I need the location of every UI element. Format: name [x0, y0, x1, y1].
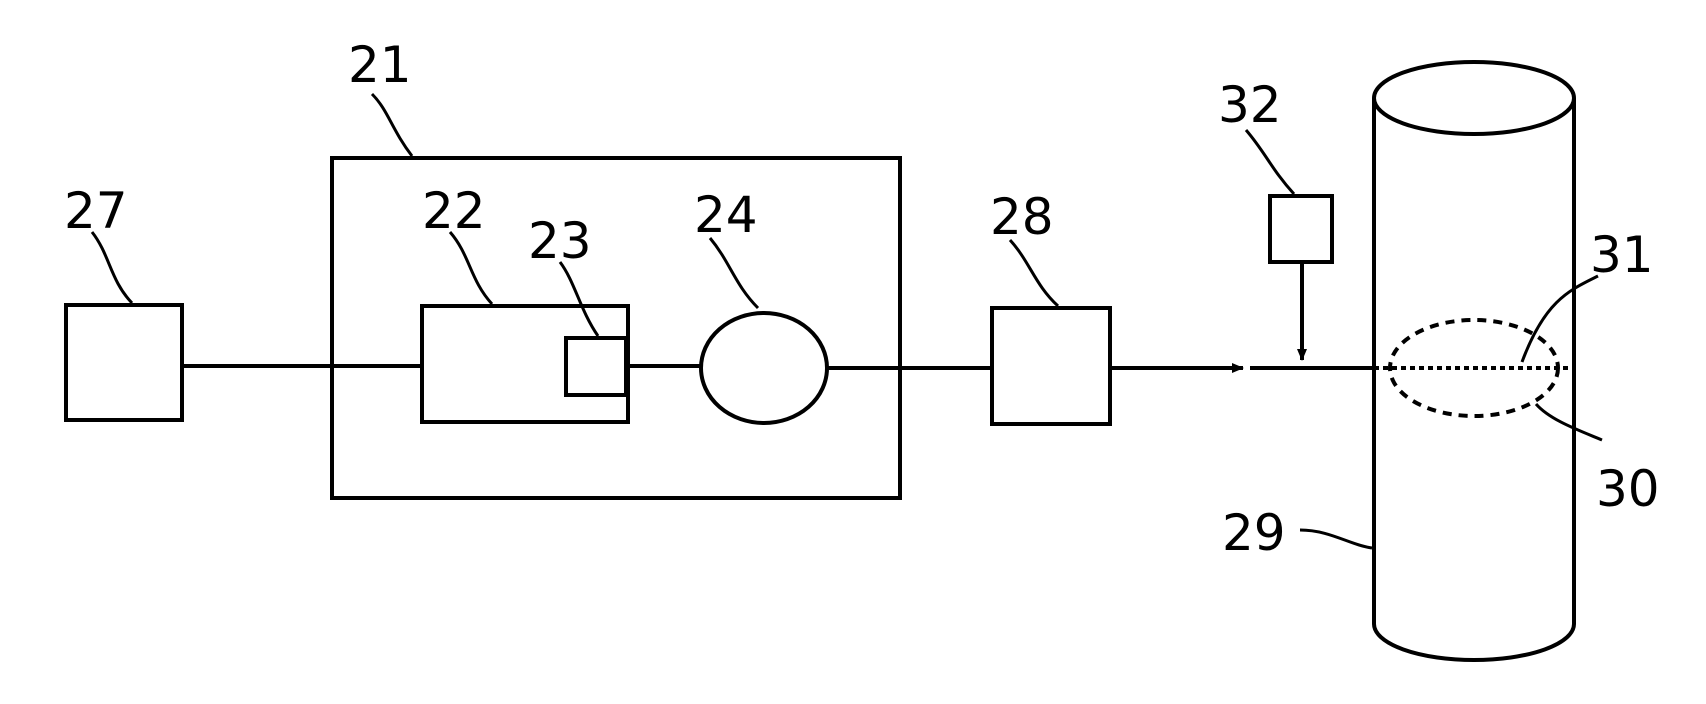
label-32: 32 — [1218, 76, 1282, 134]
leader-29 — [1300, 530, 1372, 548]
cylinder-top — [1374, 62, 1574, 134]
cylinder-bottom — [1374, 624, 1574, 660]
leader-32 — [1246, 130, 1294, 194]
label-24: 24 — [694, 186, 758, 244]
leader-31 — [1522, 276, 1598, 362]
leader-24 — [710, 238, 758, 308]
leader-21 — [372, 94, 412, 156]
box-21 — [332, 158, 900, 498]
label-22: 22 — [422, 182, 486, 240]
label-30: 30 — [1596, 460, 1660, 518]
circle-24 — [701, 313, 827, 423]
box-22 — [422, 306, 628, 422]
leader-22 — [450, 232, 492, 304]
box-23 — [566, 338, 626, 395]
leader-27 — [92, 232, 132, 303]
leader-23 — [560, 262, 598, 336]
label-23: 23 — [528, 212, 592, 270]
label-27: 27 — [64, 182, 128, 240]
label-28: 28 — [990, 188, 1054, 246]
box-28 — [992, 308, 1110, 424]
box-27 — [66, 305, 182, 420]
label-31: 31 — [1590, 226, 1654, 284]
label-29: 29 — [1222, 504, 1286, 562]
label-21: 21 — [348, 36, 412, 94]
leader-30 — [1536, 404, 1602, 440]
leader-28 — [1010, 240, 1058, 306]
box-32 — [1270, 196, 1332, 262]
